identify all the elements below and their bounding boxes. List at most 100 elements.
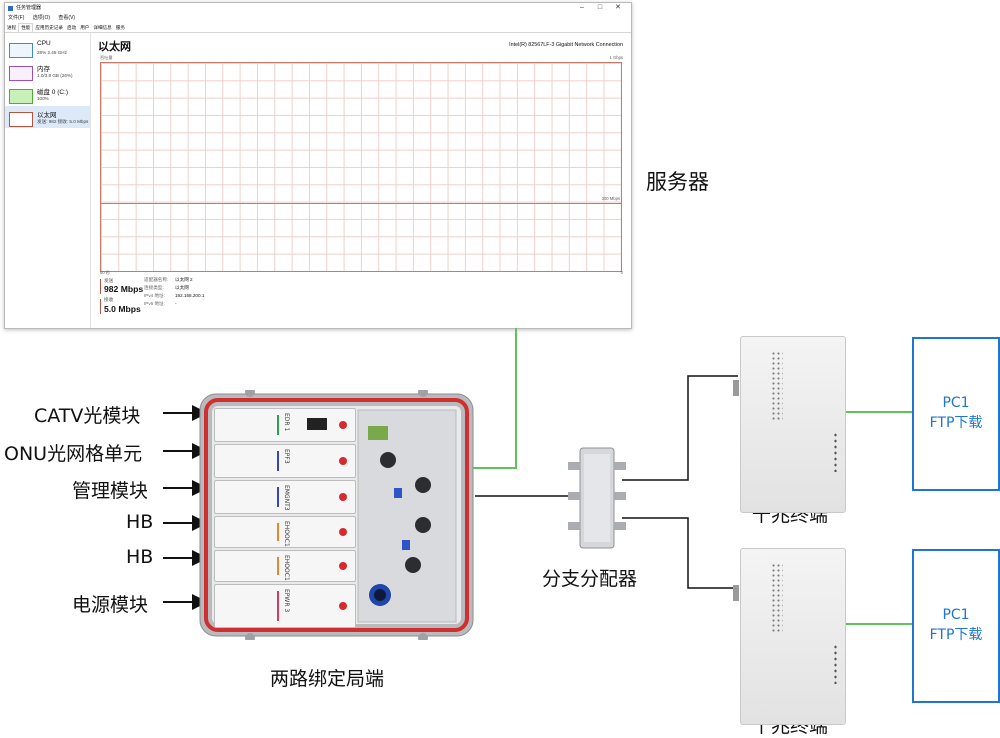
module-stripe bbox=[277, 591, 279, 621]
tab-details[interactable]: 详细信息 bbox=[93, 25, 112, 30]
brand-logo-icon bbox=[339, 457, 347, 465]
send-indicator bbox=[100, 279, 101, 294]
menu-file[interactable]: 文件(F) bbox=[8, 15, 25, 21]
adapter-name: Intel(R) 82567LF-3 Gigabit Network Conne… bbox=[509, 42, 623, 48]
menu-bar: 文件(F) 选项(O) 查看(V) bbox=[8, 14, 82, 22]
module-power: EPWR 3 bbox=[214, 584, 356, 628]
display-icon bbox=[307, 418, 327, 430]
detail-value: 192.168.200.1 bbox=[175, 293, 205, 298]
pc-name: PC1 bbox=[942, 395, 970, 411]
module-onu: EPF3 bbox=[214, 444, 356, 478]
tab-users[interactable]: 用户 bbox=[80, 25, 90, 30]
maximize-icon[interactable]: □ bbox=[597, 4, 603, 11]
sidebar-item-label: 磁盘 0 (C:) bbox=[37, 89, 69, 96]
cpu-mini-graph bbox=[9, 43, 33, 58]
module-label-onu: ONU光网格单元 bbox=[4, 443, 143, 465]
module-mgmt: EMGNT3 bbox=[214, 480, 356, 514]
tab-processes[interactable]: 进程 bbox=[7, 25, 17, 30]
tab-bar: 进程性能应用历史记录启动用户详细信息服务 bbox=[5, 23, 631, 33]
menu-view[interactable]: 查看(V) bbox=[58, 15, 76, 21]
sidebar-item-detail: 1.0/3.8 GB (26%) bbox=[37, 73, 73, 78]
module-label-catv: CATV光模块 bbox=[34, 405, 141, 427]
detail-label: 适配器名称: bbox=[144, 277, 169, 282]
enclosure-label: 两路绑定局端 bbox=[270, 668, 385, 690]
server-link-line bbox=[463, 328, 517, 469]
brand-logo-icon bbox=[339, 528, 347, 536]
page-title: 以太网 bbox=[98, 41, 131, 53]
resource-sidebar: CPU 28% 2.45 GHz 内存 1.0/3.8 GB (26%) 磁盘 … bbox=[5, 33, 91, 328]
cable-to-terminal-top bbox=[622, 375, 738, 481]
detail-label: IPv6 地址: bbox=[144, 301, 165, 306]
ethernet-mini-graph bbox=[9, 112, 33, 127]
cable-to-terminal-bottom bbox=[622, 517, 738, 589]
task-manager-icon bbox=[8, 6, 13, 11]
graph-label: 吞吐量 bbox=[100, 55, 113, 60]
menu-options[interactable]: 选项(O) bbox=[32, 15, 51, 21]
pc-box-bottom: PC1 FTP下载 bbox=[912, 549, 1000, 703]
tab-performance[interactable]: 性能 bbox=[18, 23, 34, 32]
sidebar-item-detail: 100% bbox=[37, 96, 49, 101]
detail-value: 以太网 2 bbox=[175, 277, 193, 282]
tab-services[interactable]: 服务 bbox=[115, 25, 125, 30]
send-value: 982 Mbps bbox=[104, 284, 144, 294]
sidebar-item-cpu[interactable]: CPU 28% 2.45 GHz bbox=[5, 37, 90, 59]
sidebar-item-label: 内存 bbox=[37, 66, 50, 73]
coax-connector-icon bbox=[733, 380, 739, 396]
sidebar-item-ethernet[interactable]: 以太网 发送: 982 接收: 5.0 Mbps bbox=[5, 106, 90, 128]
recv-indicator bbox=[100, 299, 101, 314]
module-stripe bbox=[277, 557, 279, 575]
throughput-line bbox=[101, 203, 621, 204]
module-label-power: 电源模块 bbox=[72, 594, 149, 616]
sidebar-item-memory[interactable]: 内存 1.0/3.8 GB (26%) bbox=[5, 60, 90, 82]
module-label-hb1: HB bbox=[126, 511, 154, 533]
coax-connector-icon bbox=[733, 585, 739, 601]
detail-value: 以太网 bbox=[175, 285, 189, 290]
pc-name: PC1 bbox=[942, 607, 970, 623]
splitter-device bbox=[568, 447, 626, 549]
sidebar-item-label: CPU bbox=[37, 40, 51, 47]
graph-x-right: 0 bbox=[620, 270, 623, 275]
throughput-graph: 300 Mbps bbox=[100, 62, 622, 272]
module-stripe bbox=[277, 523, 279, 541]
graph-max: 1 Gbps bbox=[609, 55, 623, 60]
brand-logo-icon bbox=[339, 421, 347, 429]
module-stripe bbox=[277, 487, 279, 507]
module-text: EHOOC1 bbox=[283, 555, 290, 581]
module-hb2: EHOOC1 bbox=[214, 550, 356, 582]
memory-mini-graph bbox=[9, 66, 33, 81]
task-manager-window: 任务管理器 – □ ✕ 文件(F) 选项(O) 查看(V) 进程性能应用历史记录… bbox=[4, 2, 632, 329]
pc-task: FTP下载 bbox=[929, 415, 983, 431]
tab-startup[interactable]: 启动 bbox=[66, 25, 77, 30]
status-leds bbox=[833, 644, 839, 684]
module-text: EHOOC1 bbox=[283, 521, 290, 547]
module-label-hb2: HB bbox=[126, 546, 154, 568]
window-titlebar: 任务管理器 – □ ✕ bbox=[5, 3, 631, 14]
graph-mid-label: 300 Mbps bbox=[601, 196, 620, 201]
brand-logo-icon bbox=[339, 602, 347, 610]
module-text: EPWR 3 bbox=[283, 589, 290, 613]
server-label: 服务器 bbox=[646, 170, 709, 194]
module-label-mgmt: 管理模块 bbox=[72, 480, 149, 502]
sidebar-item-disk[interactable]: 磁盘 0 (C:) 100% bbox=[5, 83, 90, 105]
module-catv: EDR 1 bbox=[214, 408, 356, 442]
vent-holes bbox=[771, 563, 783, 633]
splitter-label: 分支分配器 bbox=[542, 568, 638, 590]
sidebar-item-detail: 28% 2.45 GHz bbox=[37, 50, 67, 55]
brand-logo-icon bbox=[339, 562, 347, 570]
performance-pane: 以太网 Intel(R) 82567LF-3 Gigabit Network C… bbox=[97, 33, 625, 326]
send-label: 发送 bbox=[104, 278, 114, 283]
module-text: EMGNT3 bbox=[283, 485, 290, 511]
sidebar-item-label: 以太网 bbox=[37, 112, 57, 119]
tab-app-history[interactable]: 应用历史记录 bbox=[35, 25, 63, 30]
detail-label: IPv4 地址: bbox=[144, 293, 165, 298]
minimize-icon[interactable]: – bbox=[580, 4, 584, 11]
gigabit-terminal-bottom bbox=[740, 548, 846, 725]
module-text: EDR 1 bbox=[283, 413, 290, 432]
status-leds bbox=[833, 432, 839, 472]
recv-label: 接收 bbox=[104, 297, 114, 302]
close-icon[interactable]: ✕ bbox=[615, 4, 621, 11]
pc-box-top: PC1 FTP下载 bbox=[912, 337, 1000, 491]
pc-task: FTP下载 bbox=[929, 627, 983, 643]
disk-mini-graph bbox=[9, 89, 33, 104]
